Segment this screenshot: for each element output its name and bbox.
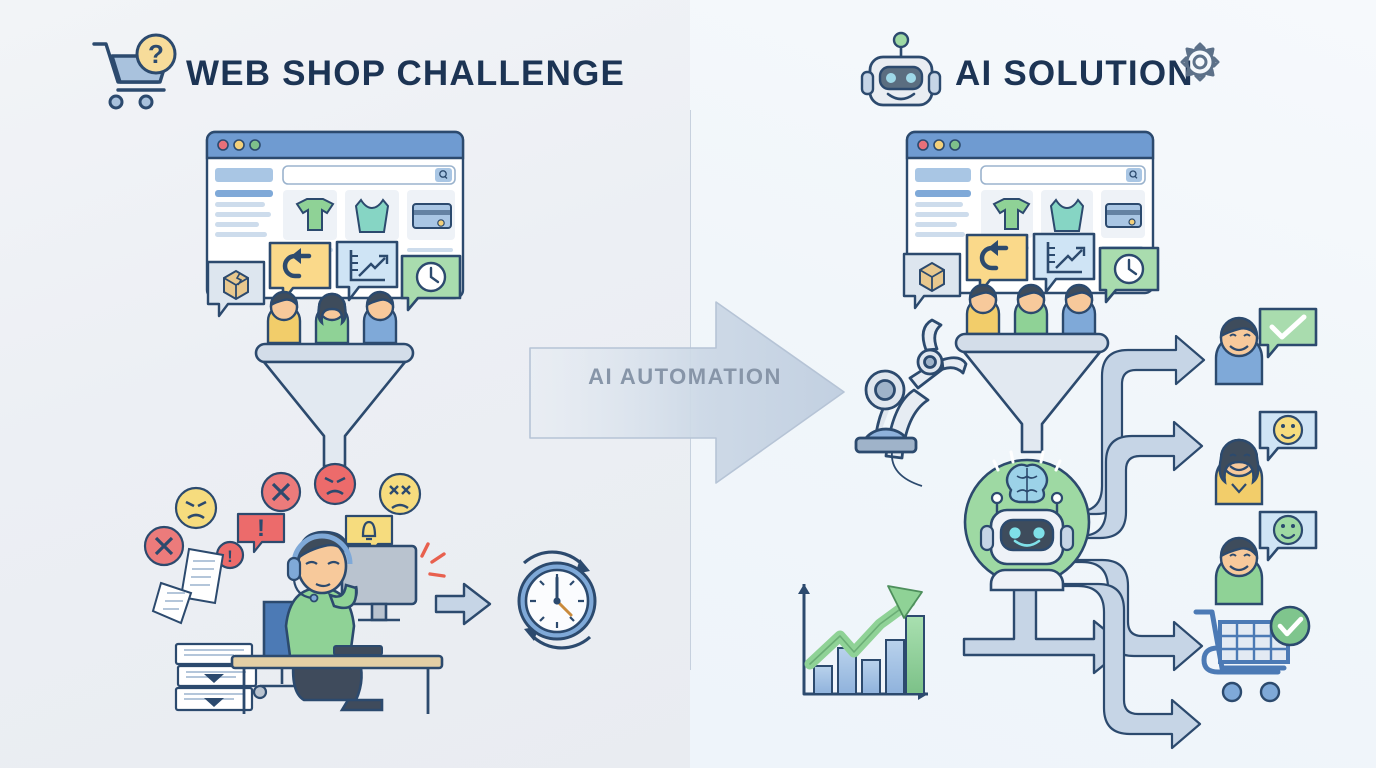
angry-emoji-cluster-left: ! ! — [143, 462, 422, 570]
speech-bubble-damaged-box-left — [206, 260, 266, 318]
browser-window-shop-left — [205, 130, 465, 300]
bar-5 — [905, 615, 925, 695]
robot-head-icon — [860, 31, 942, 107]
svg-text:?: ? — [148, 39, 164, 69]
annoyed-face-yellow — [378, 472, 422, 516]
three-customers-left — [266, 290, 398, 345]
speech-bubble-size-chart-left — [335, 240, 399, 302]
speech-bubble-return-arrow-left — [268, 241, 332, 303]
happy-customer-blue — [1214, 316, 1264, 386]
alert-bubble-red — [236, 512, 286, 554]
shopping-cart-checkmark — [1193, 605, 1311, 703]
right-panel-title: AI SOLUTION — [955, 54, 1194, 93]
growth-bar-chart — [798, 584, 928, 700]
happy-customer-green — [1214, 536, 1264, 606]
speech-bubble-size-chart-right — [1032, 232, 1096, 294]
happy-customer-yellow — [1214, 438, 1264, 506]
svg-text:!: ! — [257, 515, 265, 542]
flow-arrows — [1044, 334, 1206, 750]
speech-bubble-return-arrow-right — [965, 233, 1029, 295]
speech-bubble-clock-right — [1098, 246, 1160, 304]
gear-icon — [1180, 42, 1220, 82]
stressed-agent-at-desk — [230, 530, 446, 714]
funnel-right — [954, 332, 1110, 454]
check-mark-bubble — [1258, 307, 1318, 359]
three-customers-right — [965, 283, 1097, 336]
document-stacks-left — [174, 642, 258, 712]
smiley-bubble-yellow — [1258, 410, 1318, 462]
angry-face-yellow — [174, 486, 218, 530]
ai-automation-label: AI AUTOMATION — [588, 364, 782, 389]
ai-robot-brain — [963, 450, 1091, 592]
smiley-bubble-green — [1258, 510, 1318, 562]
angry-face-red — [313, 462, 357, 506]
svg-text:!: ! — [227, 547, 233, 566]
speech-bubble-clock-left — [400, 254, 462, 312]
bar-4 — [885, 639, 905, 695]
left-panel-title: WEB SHOP CHALLENGE — [186, 54, 626, 93]
ai-automation-arrow — [529, 301, 845, 484]
bar-3 — [861, 659, 881, 695]
paper-documents-left — [151, 547, 225, 625]
bar-1 — [813, 665, 833, 695]
speech-bubble-damaged-box-right — [902, 252, 962, 310]
shopping-cart-question-icon: ? — [92, 33, 177, 110]
arrow-right-small-left — [434, 582, 492, 626]
funnel-left — [254, 342, 415, 468]
clock-time-wasted — [517, 550, 597, 650]
robotic-arm — [854, 318, 968, 487]
